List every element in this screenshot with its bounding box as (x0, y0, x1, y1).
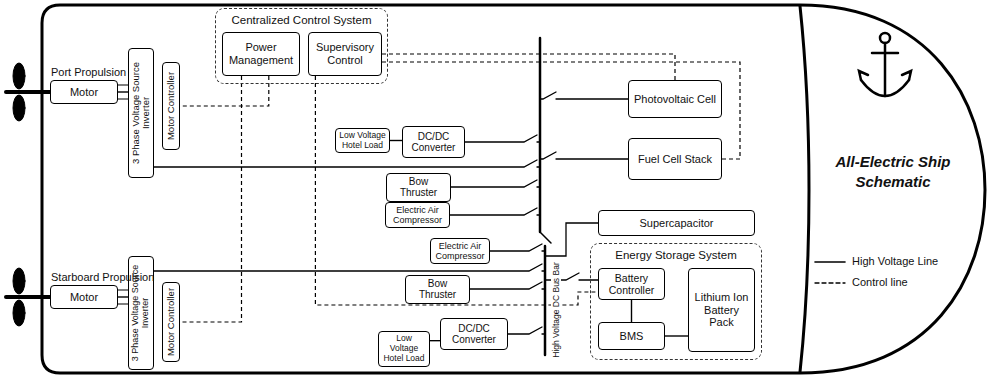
box-label: Power Management (225, 41, 297, 66)
compressor-box: Electric Air Compressor (430, 238, 490, 265)
box-label: 3 Phase Voltage Source Inverter (131, 51, 152, 175)
box-label: Electric Air Compressor (388, 205, 447, 226)
box-label: DC/DC Converter (405, 131, 462, 154)
propeller-blade (13, 63, 25, 89)
bow-line (800, 6, 809, 372)
bus-tie-switch (540, 232, 551, 243)
box-label: Supercapacitor (640, 217, 714, 230)
box-label: Fuel Cell Stack (638, 153, 712, 166)
power-wire (470, 282, 545, 289)
box-label: Electric Air Compressor (433, 241, 487, 262)
anchor-stock (872, 52, 898, 55)
box-label: Lithium Ion Battery Pack (691, 291, 752, 329)
propulsion-heading: Port Propulsion (51, 66, 126, 79)
propeller-blade (13, 95, 25, 121)
legend-text: Control line (852, 276, 908, 288)
box-label: 3 Phase Voltage Source Inverter (131, 259, 151, 367)
source-box: Fuel Cell Stack (628, 138, 722, 180)
power-wire (540, 152, 628, 159)
power-wire (154, 160, 540, 167)
storage-box: Supercapacitor (598, 210, 755, 236)
box-label: Battery Controller (601, 272, 662, 296)
power-line (390, 140, 402, 141)
control-line (382, 54, 675, 80)
box-label: Motor (70, 291, 98, 304)
anchor-arm (861, 80, 909, 96)
diagram-title: All-Electric Ship Schematic (815, 152, 971, 191)
power-wire (490, 244, 545, 251)
box-label: Low Voltage Hotel Load (338, 131, 387, 151)
power-line (118, 296, 128, 297)
bus-bar (539, 38, 542, 232)
motor-box: Port PropulsionMotor (50, 80, 118, 104)
inverter-box: 3 Phase Voltage Source Inverter (128, 256, 154, 370)
load-box: Low Voltage Hotel Load (378, 331, 430, 366)
load-box: Low Voltage Hotel Load (335, 128, 390, 154)
bms-box: BMS (598, 322, 665, 350)
power-wire (540, 92, 628, 99)
controller-box: Motor Controller (162, 282, 180, 362)
phase-wires (118, 85, 128, 304)
group-heading: Energy Storage System (615, 249, 736, 262)
starboard-shaft (6, 295, 50, 299)
box-label: Photovoltaic Cell (634, 93, 716, 106)
legend-sample-dashed (815, 282, 845, 283)
controller-box: Motor Controller (162, 62, 180, 150)
control-line (180, 76, 242, 322)
bus-bar (544, 246, 547, 355)
control-line (180, 76, 269, 106)
power-line (118, 91, 128, 92)
box-label: Bow Thruster (389, 176, 448, 199)
thruster-box: Bow Thruster (386, 173, 451, 202)
source-box: Photovoltaic Cell (628, 80, 722, 118)
box-label: Motor Controller (166, 65, 176, 147)
box-label: Bow Thruster (408, 278, 467, 301)
power-line (430, 340, 440, 341)
control-group: Centralized Control SystemPower Manageme… (215, 8, 388, 84)
power-wire (154, 264, 545, 271)
box-label: Supervisory Control (311, 41, 379, 66)
group-heading: Centralized Control System (232, 14, 372, 27)
legend-text: High Voltage Line (852, 255, 938, 267)
propeller-blade (13, 300, 25, 326)
battery-box: Lithium Ion Battery Pack (688, 268, 755, 352)
process-box: Supervisory Control (308, 32, 382, 76)
compressor-box: Electric Air Compressor (385, 202, 450, 229)
thruster-box: Bow Thruster (405, 275, 470, 304)
power-wire (451, 180, 540, 187)
process-box: Power Management (222, 32, 300, 76)
anchor-fluke (859, 71, 911, 80)
anchor-ring (880, 33, 890, 43)
anchor-symbol (859, 33, 911, 96)
power-wire (465, 135, 540, 142)
storage-group: Energy Storage SystemBattery ControllerB… (590, 243, 762, 360)
box-label: Motor Controller (166, 285, 176, 359)
inverter-box: 3 Phase Voltage Source Inverter (128, 48, 154, 178)
motor-box: Starboard PropulsionMotor (50, 285, 118, 309)
power-line (631, 300, 632, 322)
box-label: BMS (620, 330, 644, 343)
converter-box: DC/DC Converter (402, 126, 465, 158)
controller-box: Battery Controller (598, 268, 665, 300)
legend-sample-solid (815, 261, 845, 263)
box-label: Motor (70, 86, 98, 99)
power-line (665, 335, 688, 336)
hull-outline (42, 5, 985, 373)
power-wire (508, 327, 545, 334)
propeller-blade (13, 268, 25, 294)
power-wire (450, 208, 540, 215)
box-label: DC/DC Converter (443, 323, 505, 346)
port-shaft (6, 90, 50, 94)
box-label: Low Voltage Hotel Load (381, 334, 427, 363)
converter-box: DC/DC Converter (440, 318, 508, 350)
anchor-shank (884, 43, 887, 96)
bus-label: High Voltage DC Bus Bar (551, 261, 561, 358)
